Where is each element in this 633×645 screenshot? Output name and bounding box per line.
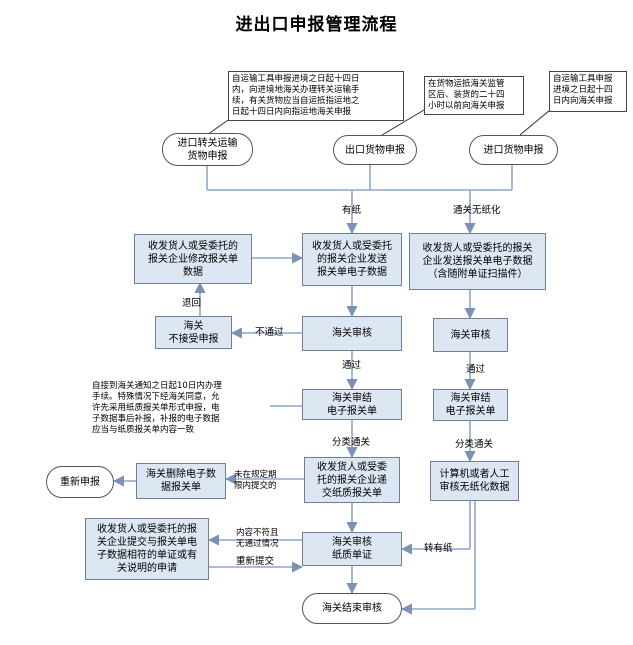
conclude-paper-node: 海关审结 电子报关单 [302, 389, 402, 420]
deadline-note: 自接到海关通知之日起10日内办理 手续。特殊情况下经海关同意，允 许先采用纸质报… [92, 381, 222, 435]
customs-review-paper-node: 海关审核 [302, 316, 402, 351]
paper-review-node: 海关审核 纸质单证 [302, 532, 402, 566]
paperless-label: 通关无纸化 [453, 205, 501, 216]
submit-docs-node: 收发货人或受委托的报 关企业提交与报关单电 子数据相符的单证或有 关说明的申请 [85, 518, 209, 580]
to-paper-label: 转有纸 [424, 543, 453, 554]
send-data-paper-node: 收发货人或受委托 的报关企业发送 报关单电子数据 [302, 233, 402, 286]
classify-label-paper: 分类通关 [332, 437, 371, 448]
overdue-label: 未在规定期 限内提交的 [234, 470, 277, 491]
submit-paper-node: 收发货人或受委 托的报关企业递 交纸质报关单 [304, 457, 400, 503]
transit-note: 自运输工具申报进境之日起十四日 内，向进境地海关办理转关运输手 续，有关货物应当… [228, 71, 404, 121]
paper-label: 有纸 [342, 205, 362, 216]
import-declare-node: 进口货物申报 [469, 135, 558, 165]
not-pass-label: 不通过 [255, 327, 284, 338]
conclude-paperless-node: 海关审结 电子报关单 [433, 389, 508, 421]
customs-review-paperless-node: 海关审核 [433, 318, 508, 352]
pass-label-paperless: 通过 [466, 364, 486, 375]
redeclare-node: 重新申报 [46, 466, 114, 498]
classify-label-paperless: 分类通关 [455, 439, 494, 450]
import-note: 自运输工具申报 进境之日起十四 日内向海关申报 [549, 71, 627, 112]
delete-data-node: 海关删除电子数 据报关单 [136, 463, 226, 499]
end-review-node: 海关结束审核 [302, 593, 402, 624]
computer-review-node: 计算机或者人工 审核无纸化数据 [430, 461, 519, 501]
pass-label-paper: 通过 [342, 360, 362, 371]
return-label: 退回 [182, 298, 202, 309]
mismatch-label: 内容不符且 无通过情况 [236, 528, 279, 549]
send-data-paperless-node: 收发货人或受委托的报关 企业发送报关单电子数据 （含随附单证扫描件） [409, 233, 546, 290]
export-declare-node: 出口货物申报 [333, 135, 417, 165]
reject-node: 海关 不接受申报 [155, 316, 232, 349]
export-note: 在货物运抵海关监管 区后、装货的二十四 小时以前向海关申报 [424, 76, 524, 115]
page-title: 进出口申报管理流程 [235, 15, 398, 35]
resubmit-label: 重新提交 [236, 556, 275, 567]
transit-declare-node: 进口转关运输 货物申报 [162, 133, 253, 166]
modify-data-node: 收发货人或受委托的 报关企业修改报关单 数据 [134, 234, 252, 284]
